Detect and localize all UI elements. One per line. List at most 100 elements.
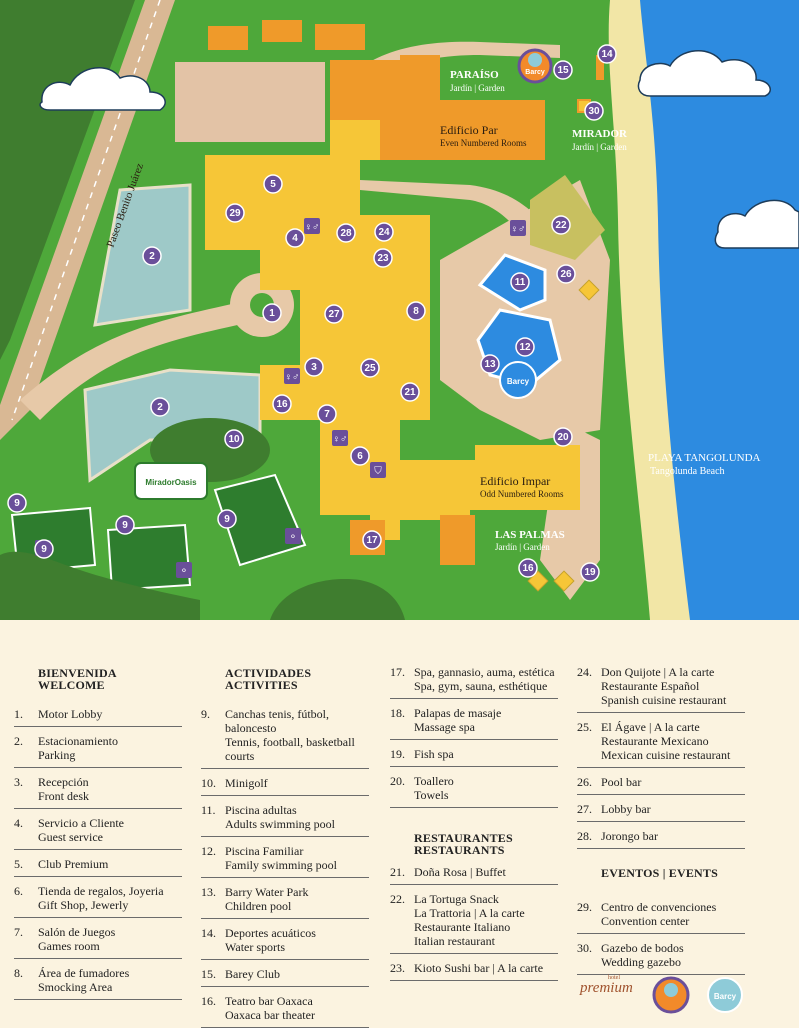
map-pin-13[interactable]: 13 <box>480 354 500 374</box>
map-pin-16[interactable]: 16 <box>272 394 292 414</box>
svg-text:3: 3 <box>311 362 317 373</box>
legend-divider <box>14 917 182 918</box>
resort-map: MiradorOasis Barcy Barcy <box>0 0 799 620</box>
map-pin-23[interactable]: 23 <box>373 248 393 268</box>
legend-divider <box>390 807 558 808</box>
legend-divider <box>577 848 745 849</box>
map-pin-22[interactable]: 22 <box>551 215 571 235</box>
legend-item-number: 23. <box>390 961 405 975</box>
map-pin-4[interactable]: 4 <box>285 228 305 248</box>
map-pin-9[interactable]: 9 <box>7 493 27 513</box>
legend-item-text: Kioto Sushi bar | A la carte <box>414 961 544 975</box>
legend-item-text: Estacionamiento Parking <box>38 734 118 762</box>
legend-item-number: 19. <box>390 747 405 761</box>
legend-divider <box>201 836 369 837</box>
legend-item-number: 21. <box>390 865 405 879</box>
barcy-logo-blue: Barcy <box>707 977 743 1013</box>
map-pin-9[interactable]: 9 <box>34 539 54 559</box>
map-pin-8[interactable]: 8 <box>406 301 426 321</box>
legend-item-text: La Tortuga Snack La Trattoria | A la car… <box>414 892 525 948</box>
legend-item-number: 11. <box>201 803 216 817</box>
svg-text:11: 11 <box>515 277 526 288</box>
map-pin-30[interactable]: 30 <box>584 101 604 121</box>
label-las-palmas-sub: Jardín | Garden <box>495 542 550 552</box>
svg-text:23: 23 <box>377 253 389 264</box>
map-pin-15[interactable]: 15 <box>553 60 573 80</box>
label-edificio-par: Edificio Par <box>440 123 498 137</box>
map-pin-9[interactable]: 9 <box>217 509 237 529</box>
svg-text:⛉: ⛉ <box>374 466 382 477</box>
map-pin-14[interactable]: 14 <box>597 44 617 64</box>
legend-item-number: 17. <box>390 665 405 679</box>
svg-text:19: 19 <box>584 567 596 578</box>
legend-item-number: 6. <box>14 884 23 898</box>
svg-text:9: 9 <box>224 514 230 525</box>
legend-item-number: 15. <box>201 967 216 981</box>
map-pin-26[interactable]: 26 <box>556 264 576 284</box>
map-pin-21[interactable]: 21 <box>400 382 420 402</box>
map-pin-7[interactable]: 7 <box>317 404 337 424</box>
legend-item-text: Deportes acuáticos Water sports <box>225 926 316 954</box>
legend-divider <box>14 958 182 959</box>
svg-text:Barcy: Barcy <box>525 69 545 76</box>
svg-text:26: 26 <box>560 269 572 280</box>
svg-text:12: 12 <box>519 342 531 353</box>
svg-text:6: 6 <box>357 451 363 462</box>
map-pin-11[interactable]: 11 <box>510 272 530 292</box>
tennis-icon <box>285 528 301 544</box>
svg-text:28: 28 <box>340 228 352 239</box>
legend-divider <box>390 739 558 740</box>
label-mirador: MIRADOR <box>572 128 628 140</box>
map-pin-16[interactable]: 16 <box>518 558 538 578</box>
map-pin-17[interactable]: 17 <box>362 530 382 550</box>
minigolf-sign-text: MiradorOasis <box>145 478 197 487</box>
svg-text:⚬: ⚬ <box>180 566 188 577</box>
map-pin-25[interactable]: 25 <box>360 358 380 378</box>
map-pin-29[interactable]: 29 <box>225 203 245 223</box>
label-beach: PLAYA TANGOLUNDA <box>648 452 761 464</box>
map-pin-2[interactable]: 2 <box>150 397 170 417</box>
legend-divider <box>577 767 745 768</box>
tennis-icon <box>176 562 192 578</box>
barcy-logo-orange <box>652 976 690 1014</box>
legend-divider <box>201 877 369 878</box>
legend-item-number: 28. <box>577 829 592 843</box>
svg-text:Barcy: Barcy <box>714 992 737 1001</box>
map-pin-10[interactable]: 10 <box>224 429 244 449</box>
legend-item-number: 2. <box>14 734 23 748</box>
legend-item-number: 30. <box>577 941 592 955</box>
map-pin-3[interactable]: 3 <box>304 357 324 377</box>
shop-icon <box>370 462 386 478</box>
legend-item-text: Palapas de masaje Massage spa <box>414 706 502 734</box>
svg-text:14: 14 <box>601 49 613 60</box>
legend-item-number: 9. <box>201 707 210 721</box>
legend-divider <box>577 974 745 975</box>
map-pin-27[interactable]: 27 <box>324 304 344 324</box>
map-pin-2[interactable]: 2 <box>142 246 162 266</box>
map-pin-20[interactable]: 20 <box>553 427 573 447</box>
svg-text:16: 16 <box>522 563 534 574</box>
legend-item-text: Motor Lobby <box>38 707 103 721</box>
map-pin-6[interactable]: 6 <box>350 446 370 466</box>
map-pin-1[interactable]: 1 <box>262 303 282 323</box>
svg-text:15: 15 <box>557 65 569 76</box>
legend-item-text: Servicio a Cliente Guest service <box>38 816 124 844</box>
label-paraiso: PARAÍSO <box>450 69 499 81</box>
legend-item-number: 10. <box>201 776 216 790</box>
map-pin-12[interactable]: 12 <box>515 337 535 357</box>
map-pin-5[interactable]: 5 <box>263 174 283 194</box>
legend-item-number: 22. <box>390 892 405 906</box>
svg-text:♀♂: ♀♂ <box>285 372 300 383</box>
legend-item-text: Spa, gannasio, auma, estética Spa, gym, … <box>414 665 555 693</box>
legend-item-text: Teatro bar Oaxaca Oaxaca bar theater <box>225 994 315 1022</box>
svg-text:10: 10 <box>228 434 240 445</box>
map-pin-19[interactable]: 19 <box>580 562 600 582</box>
label-las-palmas: LAS PALMAS <box>495 529 565 541</box>
map-pin-9[interactable]: 9 <box>115 515 135 535</box>
legend-divider <box>14 999 182 1000</box>
map-pin-24[interactable]: 24 <box>374 222 394 242</box>
ocean <box>640 0 799 620</box>
map-pin-28[interactable]: 28 <box>336 223 356 243</box>
legend-divider <box>390 953 558 954</box>
